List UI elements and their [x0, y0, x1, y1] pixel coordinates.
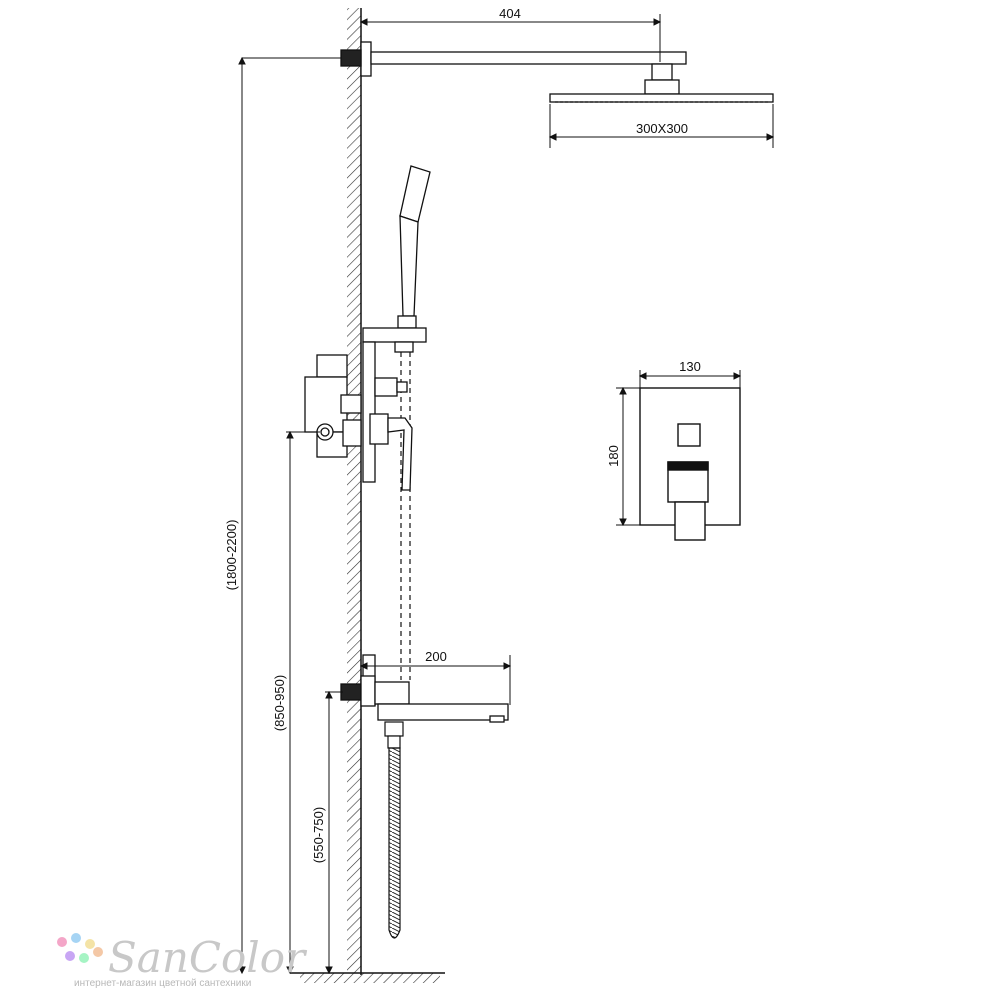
mixer-trim-handle — [369, 377, 413, 491]
hand-shower — [397, 165, 431, 329]
head-size-label: 300X300 — [636, 121, 688, 136]
logo-dot — [79, 953, 89, 963]
head-size-dimension — [548, 104, 775, 148]
logo-dot — [65, 951, 75, 961]
spout-length-dimension — [359, 655, 512, 705]
mixer-width-dimension — [638, 370, 742, 388]
mixer-height-range-label: (850-950) — [272, 675, 287, 731]
wall — [347, 8, 362, 975]
arm-length-dimension — [359, 8, 662, 62]
spout-length-label: 200 — [425, 649, 447, 664]
mixer-height-dimension — [286, 430, 320, 975]
arm-length-label: 404 — [499, 6, 521, 21]
logo-dot — [71, 933, 81, 943]
mixer-height-label: 180 — [606, 445, 621, 467]
bath-spout — [340, 675, 509, 723]
total-height-label: (1800-2200) — [224, 520, 239, 591]
spout-height-range-label: (550-750) — [311, 807, 326, 863]
rain-shower-head — [549, 93, 774, 103]
spout-height-dimension — [325, 690, 343, 975]
mixer-front-view — [639, 387, 741, 541]
logo-dot — [57, 937, 67, 947]
mixer-height-dimension-front — [616, 386, 640, 527]
logo-tagline: интернет-магазин цветной сантехники — [74, 978, 251, 989]
in-wall-mixer-body — [304, 354, 362, 458]
floor — [290, 972, 445, 983]
shower-arm — [340, 41, 687, 95]
logo-name: SanColor — [108, 933, 308, 982]
total-height-dimension — [238, 56, 341, 975]
sancolor-logo: SanColor интернет-магазин цветной сантех… — [57, 933, 308, 989]
logo-dot — [93, 947, 103, 957]
mixer-width-label: 130 — [679, 359, 701, 374]
logo-dots — [57, 933, 103, 963]
logo-dot — [85, 939, 95, 949]
lower-hose — [384, 721, 404, 939]
upper-hose — [400, 352, 411, 680]
